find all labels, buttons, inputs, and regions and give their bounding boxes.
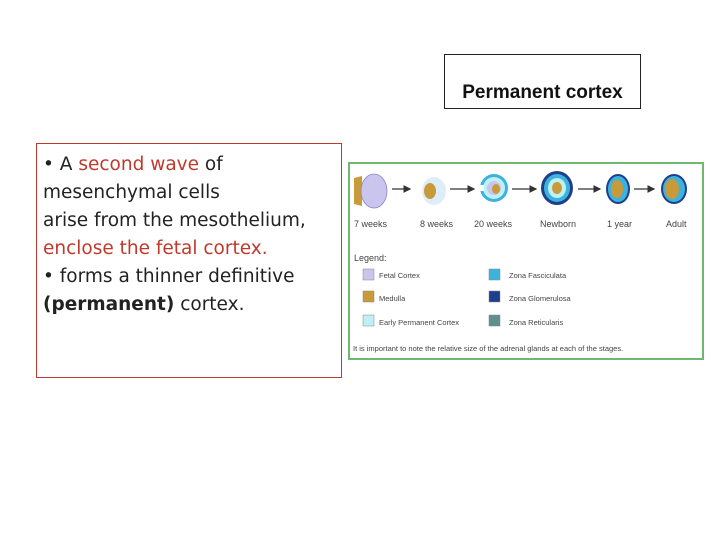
text-line-1: • A second wave of — [43, 151, 341, 179]
legend-label: Zona Fasciculata — [509, 271, 567, 280]
legend-swatch — [488, 290, 501, 303]
legend-label: Zona Reticularis — [509, 318, 563, 327]
stage-adult-gland — [661, 174, 687, 204]
text-line-3: arise from the mesothelium, — [43, 210, 306, 231]
line-tail: of — [199, 154, 223, 175]
legend-label: Fetal Cortex — [379, 271, 420, 280]
legend-swatch — [362, 290, 375, 303]
bullet-text: • A — [43, 154, 79, 175]
stage-1-year-gland — [606, 174, 630, 204]
stage-newborn-gland — [541, 171, 573, 205]
stage-label: 1 year — [607, 219, 632, 229]
stage-label: Adult — [666, 219, 687, 229]
bold-text: (permanent) — [43, 294, 175, 315]
stage-7-weeks-gland — [354, 173, 388, 209]
legend-swatch — [488, 314, 501, 327]
legend-title: Legend: — [354, 253, 387, 263]
legend-swatch — [362, 268, 375, 281]
stage-label: 8 weeks — [420, 219, 454, 229]
legend-label: Early Permanent Cortex — [379, 318, 459, 327]
stage-label: Newborn — [540, 219, 576, 229]
stage-8-weeks-gland — [422, 177, 446, 205]
stage-label: 7 weeks — [354, 219, 388, 229]
legend-label: Zona Glomerulosa — [509, 294, 572, 303]
figure-drawing: 7 weeks 8 weeks 20 weeks Newborn 1 year … — [353, 171, 687, 353]
figure-note: It is important to note the relative siz… — [353, 344, 623, 353]
text-line-5: • forms a thinner definitive — [43, 266, 295, 287]
text-box: • A second wave of mesenchymal cells ari… — [36, 143, 342, 378]
stage-20-weeks-gland — [478, 174, 508, 202]
text-line-2: mesenchymal cells — [43, 182, 220, 203]
line-tail: cortex. — [174, 294, 245, 315]
text-line-4: enclose the fetal cortex. — [43, 238, 268, 259]
adrenal-development-figure: 7 weeks 8 weeks 20 weeks Newborn 1 year … — [348, 162, 704, 360]
stage-label: 20 weeks — [474, 219, 513, 229]
title-box: Permanent cortex — [444, 54, 641, 109]
legend-swatch — [488, 268, 501, 281]
text-line-6: (permanent) cortex. — [43, 291, 341, 319]
highlight-text: second wave — [78, 154, 200, 175]
slide-title: Permanent cortex — [462, 82, 623, 103]
legend-swatch — [362, 314, 375, 327]
legend-label: Medulla — [379, 294, 406, 303]
